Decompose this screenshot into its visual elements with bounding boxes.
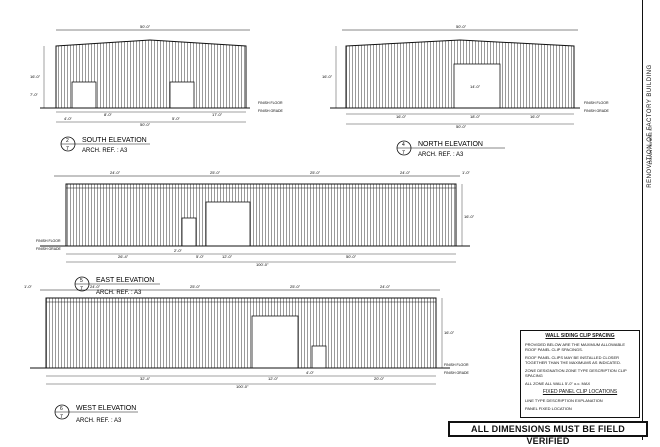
south-total-dim: 50'-0" [140, 122, 151, 127]
west-bay1-dim: 24'-0" [90, 284, 101, 289]
north-seg2-dim: 18'-0" [470, 114, 481, 119]
east-ref: ARCH. REF. : A3 [96, 290, 142, 296]
north-ref: ARCH. REF. : A3 [418, 152, 464, 158]
north-number: 4 [402, 142, 405, 148]
east-bay4-dim: 24'-0" [400, 170, 411, 175]
schedule-sub-header: LINE TYPE DESCRIPTION EXPLANATION [525, 398, 635, 403]
west-seg2-dim: 12'-0" [268, 376, 279, 381]
east-seg3-dim: 5'-0" [196, 254, 205, 259]
west-title: WEST ELEVATION [76, 405, 136, 412]
east-seg5-dim: 50'-0" [346, 254, 357, 259]
west-total-dim: 100'-0" [236, 384, 249, 389]
east-eave-dim: 1'-0" [462, 170, 471, 175]
clip-spacing-schedule: WALL SIDING CLIP SPACING PROVIDED BELOW … [520, 330, 640, 418]
schedule-sub-col-2: DESCRIPTION [546, 398, 574, 403]
schedule-note-1: PROVIDED BELOW ARE THE MAXIMUM ALLOWABLE… [525, 342, 626, 352]
south-seg1-dim: 4'-0" [64, 116, 73, 121]
east-bay2-dim: 25'-0" [210, 170, 221, 175]
west-number: 6 [60, 406, 63, 412]
south-finish-floor: FINISH FLOOR [258, 101, 283, 105]
east-seg2-dim: 2'-0" [174, 248, 183, 253]
east-height-dim: 16'-0" [464, 214, 475, 219]
north-seg3-dim: 16'-0" [530, 114, 541, 119]
east-sheet: 7 [80, 286, 83, 292]
south-finish-grade: FINISH GRADE [258, 109, 284, 113]
north-finish-floor: FINISH FLOOR [584, 101, 609, 105]
south-title: SOUTH ELEVATION [82, 137, 147, 144]
north-sheet: 7 [402, 150, 405, 156]
east-seg4-dim: 12'-0" [222, 254, 233, 259]
north-elevation: 50'-0" 16'-0" 18'-0" 16'-0" 50'-0" 16'-0… [322, 24, 610, 158]
schedule-header: ZONE DESIGNATION ZONE TYPE DESCRIPTION C… [525, 368, 635, 378]
south-ref: ARCH. REF. : A3 [82, 148, 128, 154]
title-block: RENOVATION OF FACTORY BUILDING 1234 ANYW… [642, 0, 660, 440]
west-seg4-dim: 20'-0" [374, 376, 385, 381]
south-sheet: 7 [66, 146, 69, 152]
schedule-col-1: ZONE DESIGNATION [525, 368, 565, 373]
south-overall-dim: 50'-0" [140, 24, 151, 29]
east-title: EAST ELEVATION [96, 277, 154, 284]
west-ref: ARCH. REF. : A3 [76, 418, 122, 424]
schedule-title: WALL SIDING CLIP SPACING [545, 333, 615, 339]
south-number: 2 [66, 138, 69, 144]
east-bay1-dim: 24'-0" [110, 170, 121, 175]
west-sheet: 7 [60, 414, 63, 420]
north-seg1-dim: 16'-0" [396, 114, 407, 119]
schedule-row-spacing: 5'-0" o.c. MAX [564, 381, 591, 386]
schedule-col-2: ZONE TYPE [565, 368, 589, 373]
west-bay4-dim: 24'-0" [380, 284, 391, 289]
schedule-sub-col-3: EXPLANATION [574, 398, 603, 403]
south-seg3-dim: 5'-0" [172, 116, 181, 121]
schedule-row-zone: ALL ZONE [525, 381, 545, 386]
field-verify-warning: ALL DIMENSIONS MUST BE FIELD VERIFIED [448, 421, 648, 446]
west-height-dim: 16'-0" [444, 330, 455, 335]
schedule-col-3: DESCRIPTION [589, 368, 617, 373]
schedule-note-2: ROOF PANEL CLIPS MAY BE INSTALLED CLOSER… [525, 355, 621, 365]
west-bay3-dim: 25'-0" [290, 284, 301, 289]
east-seg1-dim: 26'-4" [118, 254, 129, 259]
south-seg4-dim: 17'-0" [212, 112, 223, 117]
north-title: NORTH ELEVATION [418, 141, 483, 148]
west-eave-dim: 1'-0" [24, 284, 33, 289]
north-overall-dim: 50'-0" [456, 24, 467, 29]
north-door-dim: 14'-0" [470, 84, 481, 89]
east-elevation: 24'-0" 25'-0" 25'-0" 24'-0" 1'-0" 26'-4"… [36, 170, 475, 296]
south-door-dim: 7'-0" [30, 92, 39, 97]
east-number: 5 [80, 278, 83, 284]
south-height-dim: 16'-0" [30, 74, 41, 79]
west-bay2-dim: 25'-0" [190, 284, 201, 289]
west-seg3-dim: 4'-0" [306, 370, 315, 375]
schedule-row: ALL ZONE ALL WALL 5'-0" o.c. MAX [525, 381, 635, 386]
west-finish-grade: FINISH GRADE [444, 371, 470, 375]
east-finish-grade: FINISH GRADE [36, 247, 62, 251]
project-address: 1234 ANYWHERE ST. [648, 125, 653, 165]
east-finish-floor: FINISH FLOOR [36, 239, 61, 243]
north-height-dim: 16'-0" [322, 74, 333, 79]
schedule-col-4: CLIP SPACING [525, 368, 627, 378]
east-total-dim: 100'-0" [256, 262, 269, 267]
east-bay3-dim: 25'-0" [310, 170, 321, 175]
south-seg2-dim: 8'-0" [104, 112, 113, 117]
schedule-sub-col-1: LINE TYPE [525, 398, 546, 403]
south-elevation: 50'-0" 4'-0" 8'-0" 5'-0" 17'-0" 50'-0" 1… [30, 24, 284, 154]
schedule-subtitle: FIXED PANEL CLIP LOCATIONS [542, 389, 618, 395]
west-seg1-dim: 32'-4" [140, 376, 151, 381]
schedule-row-desc: ALL WALL [545, 381, 564, 386]
north-total-dim: 50'-0" [456, 124, 467, 129]
north-finish-grade: FINISH GRADE [584, 109, 610, 113]
west-elevation: 24'-0" 25'-0" 25'-0" 24'-0" 1'-0" 32'-4"… [24, 284, 470, 424]
schedule-sub-row: PANEL FIXED LOCATION [525, 406, 572, 411]
west-finish-floor: FINISH FLOOR [444, 363, 469, 367]
